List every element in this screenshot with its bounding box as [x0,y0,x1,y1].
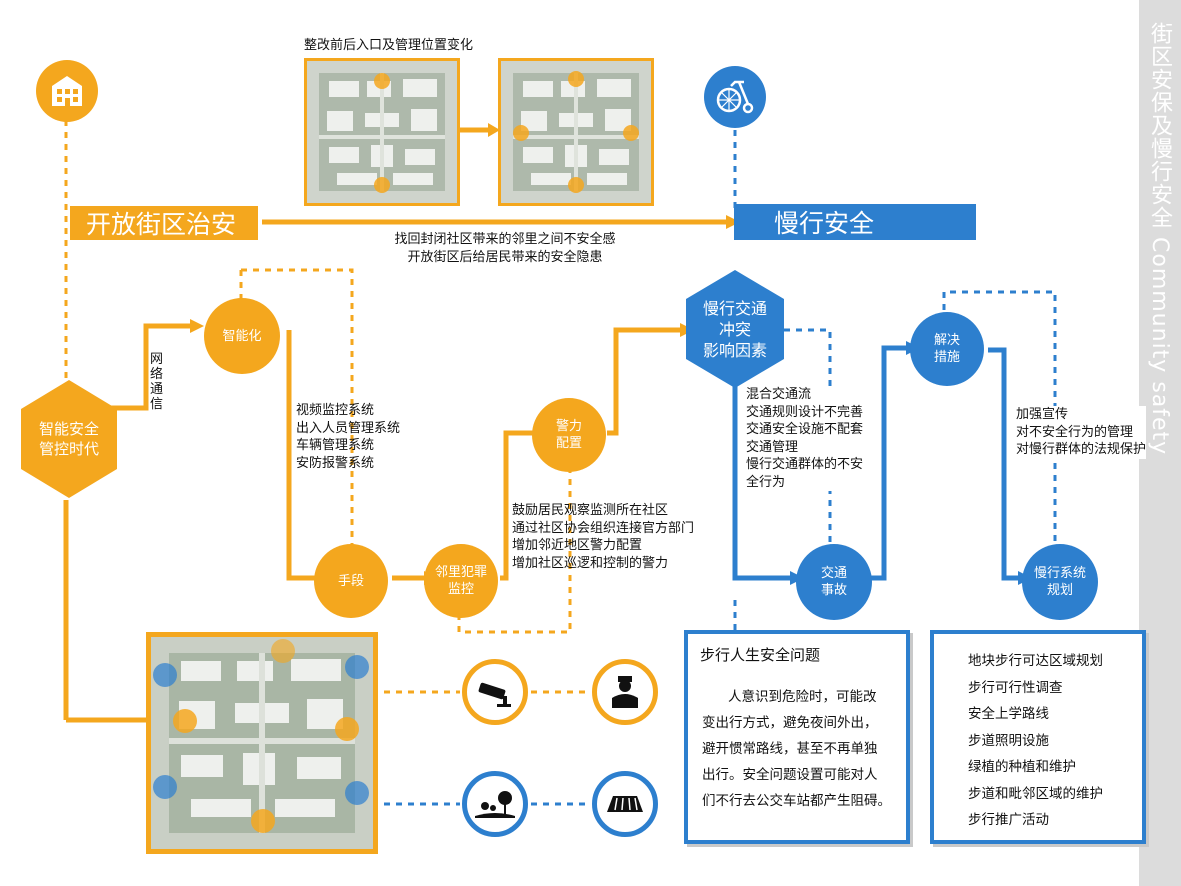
systems-item: 出入人员管理系统 [296,420,401,436]
panel-safety-body: 人意识到危险时，可能改 变出行方式，避免夜间外出， 避开惯常路线，甚至不再单独 … [688,684,891,814]
security-guard-icon [592,659,658,725]
conflict-item: 交通规则设计不完善 [746,404,864,420]
node-police-allocation: 警力 配置 [532,398,606,472]
node-accident-label: 交通 事故 [820,566,847,598]
plan-item: 安全上学路线 [968,706,1049,722]
hex-slow-traffic-conflict: 慢行交通 冲突 影响因素 [686,270,784,388]
center-caption: 找回封闭社区带来的邻里之间不安全感 开放街区后给居民带来的安全隐患 [370,231,640,267]
panel-pedestrian-safety: 步行人生安全问题 人意识到危险时，可能改 变出行方式，避免夜间外出， 避开惯常路… [684,630,910,844]
solution-item: 对不安全行为的管理 [1016,424,1134,440]
node-means: 手段 [314,544,388,618]
plan-list: 地块步行可达区域规划 步行可行性调查 安全上学路线 步道照明设施 绿植的种植和维… [968,648,1103,834]
node-solution: 解决 措施 [910,312,984,386]
police-item: 增加社区巡逻和控制的警力 [512,555,669,571]
node-means-label: 手段 [337,573,364,589]
police-item: 鼓励居民观察监测所在社区 [512,503,669,518]
systems-item: 车辆管理系统 [296,438,375,453]
conflict-item: 慢行交通群体的不安 [746,457,864,472]
solution-list: 加强宣传 对不安全行为的管理 对慢行群体的法规保护 [1016,406,1147,459]
panel-safety-title: 步行人生安全问题 [700,646,821,664]
band-left-label: 开放街区治安 [86,210,237,239]
building-icon [36,60,98,122]
side-title: 街区安保及慢行安全 Community safety [1147,22,1172,456]
safety-line: 人意识到危险时，可能改 [728,689,877,705]
safety-line: 变出行方式，避免夜间外出， [702,715,878,731]
solution-item: 加强宣传 [1016,407,1069,422]
node-police-label: 警力 配置 [555,419,582,451]
conflict-item: 交通管理 [746,439,799,455]
systems-item: 安防报警系统 [296,455,375,471]
plan-item: 步道照明设施 [968,732,1049,749]
node-solution-label: 解决 措施 [933,333,960,365]
node-neighborhood-monitor: 邻里犯罪 监控 [424,544,498,618]
hex-label: 智能安全 管控时代 [38,420,99,458]
systems-list: 视频监控系统 出入人员管理系统 车辆管理系统 安防报警系统 [296,402,400,472]
node-slow-plan-label: 慢行系统 规划 [1033,566,1086,598]
network-label: 网络通信 [150,352,164,412]
node-smart-label: 智能化 [222,328,262,344]
police-item: 增加邻近地区警力配置 [512,538,643,553]
bicycle-icon [704,66,766,128]
plan-item: 步行推广活动 [968,812,1049,828]
panel-slow-system-items: 地块步行可达区域规划 步行可行性调查 安全上学路线 步道照明设施 绿植的种植和维… [930,630,1146,844]
safety-line: 们不行去公交车站都产生阻碍。 [702,793,891,809]
caption-line: 开放街区后给居民带来的安全隐患 [407,250,603,265]
node-traffic-accident: 交通 事故 [796,544,872,620]
police-list: 鼓励居民观察监测所在社区 通过社区协会组织连接官方部门 增加邻近地区警力配置 增… [512,502,694,572]
police-item: 通过社区协会组织连接官方部门 [512,520,695,536]
top-caption: 整改前后入口及管理位置变化 [304,38,474,53]
conflict-list: 混合交通流 交通规则设计不完善 交通安全设施不配套 交通管理 慢行交通群体的不安… [746,386,864,491]
site-map-security-layout [146,632,378,854]
solution-item: 对慢行群体的法规保护 [1016,442,1147,457]
conflict-label: 慢行交通 冲突 影响因素 [702,298,767,360]
site-map-before [304,58,460,206]
safety-line: 出行。安全问题设置可能对人 [702,767,878,783]
node-smart: 智能化 [204,298,280,374]
caption-line: 找回封闭社区带来的邻里之间不安全感 [394,232,616,247]
conflict-item: 混合交通流 [746,387,812,402]
systems-item: 视频监控系统 [296,403,375,418]
site-map-after [498,58,654,206]
plan-item: 地块步行可达区域规划 [968,653,1103,669]
plan-item: 步行可行性调查 [968,679,1063,696]
band-right-label: 慢行安全 [774,209,875,238]
greenery-icon [462,771,528,837]
node-slow-system-plan: 慢行系统 规划 [1022,544,1098,620]
band-slow-traffic-safety: 慢行安全 [734,204,976,240]
conflict-item: 交通安全设施不配套 [746,422,864,437]
hex-smart-security-era: 智能安全 管控时代 [21,380,117,498]
node-neighborhood-label: 邻里犯罪 监控 [434,565,487,597]
conflict-item: 全行为 [746,474,786,490]
bus-stop-shelter-icon [592,771,658,837]
safety-line: 避开惯常路线，甚至不再单独 [702,741,878,757]
plan-item: 步道和毗邻区域的维护 [968,785,1103,802]
plan-item: 绿植的种植和维护 [968,759,1076,775]
band-open-block-security: 开放街区治安 [70,206,258,240]
cctv-camera-icon [462,659,528,725]
